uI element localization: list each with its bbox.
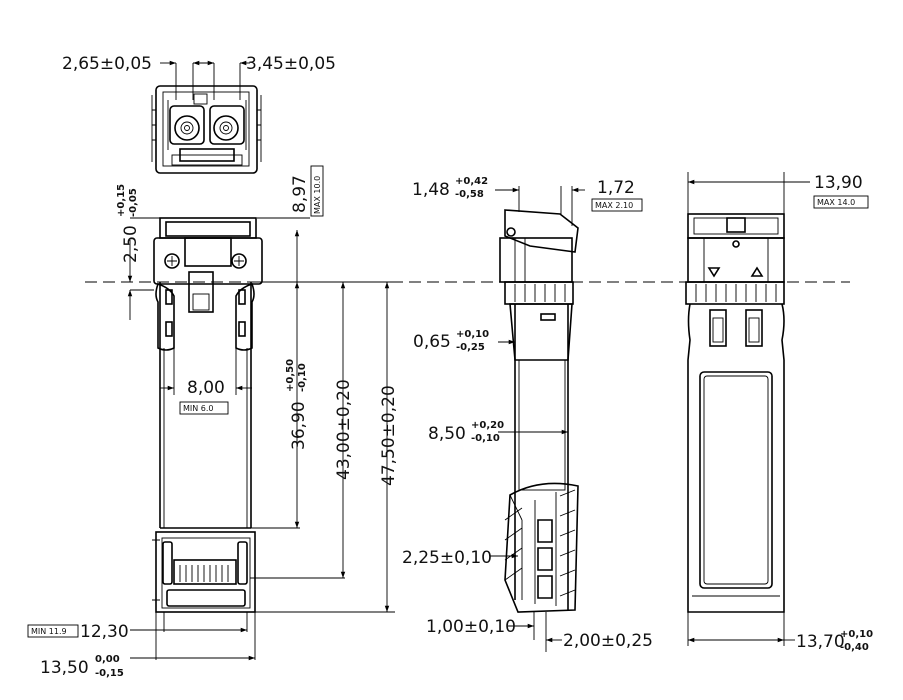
dim-step-main: 0,65 [413, 332, 451, 352]
end-view [151, 60, 262, 174]
dim-pitch-left: 2,65±0,05 [62, 54, 152, 74]
note-box-height [310, 165, 324, 217]
dim-flange-sup: +0,42 [455, 176, 488, 187]
dim-len1-inf: -0,10 [297, 363, 308, 392]
dim-len1-main: 36,90 [289, 401, 309, 450]
dim-len1-sup: +0,50 [285, 359, 296, 392]
side-view [490, 186, 585, 652]
dim-offset-sup: +0,15 [116, 184, 127, 217]
screw-right-icon [231, 253, 247, 269]
dim-thick-main: 8,50 [428, 424, 466, 444]
dim-edge: 1,00±0,10 [426, 617, 516, 637]
dim-pitch-right: 3,45±0,05 [246, 54, 336, 74]
note-width: MAX 14.0 [817, 198, 855, 207]
dim-flange-inf: -0,58 [455, 189, 484, 200]
dim-gap: 2,00±0,25 [563, 631, 653, 651]
note-box-width [813, 195, 869, 209]
dim-len2: 43,00±0,20 [334, 379, 354, 480]
note-tab: MAX 2.10 [595, 201, 633, 210]
bottom-view [685, 172, 810, 646]
dim-offset-main: 2,50 [121, 225, 141, 263]
dim-tab: 1,72 [597, 178, 635, 198]
note-box-tab [591, 198, 643, 212]
note-height: MAX 10.0 [313, 176, 322, 214]
dim-total-width-sup: 0,00 [95, 654, 120, 665]
dim-width: 13,90 [814, 173, 863, 193]
dim-total-width-inf: -0,15 [95, 668, 124, 679]
note-box-body-width [27, 624, 79, 638]
dim-body-width: 12,30 [80, 622, 129, 642]
dim-thick-inf: -0,10 [471, 433, 500, 444]
arrow-up-icon [750, 266, 764, 277]
screw-left-icon [164, 253, 180, 269]
dim-thick-sup: +0,20 [471, 420, 504, 431]
lc-port-left [169, 105, 205, 145]
note-body-width: MIN 11.9 [31, 627, 67, 636]
dim-pad: 2,25±0,10 [402, 548, 492, 568]
dim-step-sup: +0,10 [456, 329, 489, 340]
dim-base-main: 13,70 [796, 632, 845, 652]
note-latch: MIN 6.0 [183, 404, 214, 413]
dim-total-width-main: 13,50 [40, 658, 89, 678]
dim-base-inf: -0,40 [840, 642, 869, 653]
arrow-down-icon [707, 267, 721, 278]
dim-height: 8,97 [290, 175, 310, 213]
lc-port-right [209, 105, 245, 145]
dim-len3: 47,50±0,20 [379, 385, 399, 486]
top-view [127, 217, 395, 661]
dim-latch-width: 8,00 [187, 378, 225, 398]
dim-base-sup: +0,10 [840, 629, 873, 640]
dim-offset-inf: -0,05 [128, 188, 139, 217]
led-icon [732, 240, 740, 248]
note-box-latch [179, 401, 229, 415]
dim-flange-main: 1,48 [412, 180, 450, 200]
dim-step-inf: -0,25 [456, 342, 485, 353]
